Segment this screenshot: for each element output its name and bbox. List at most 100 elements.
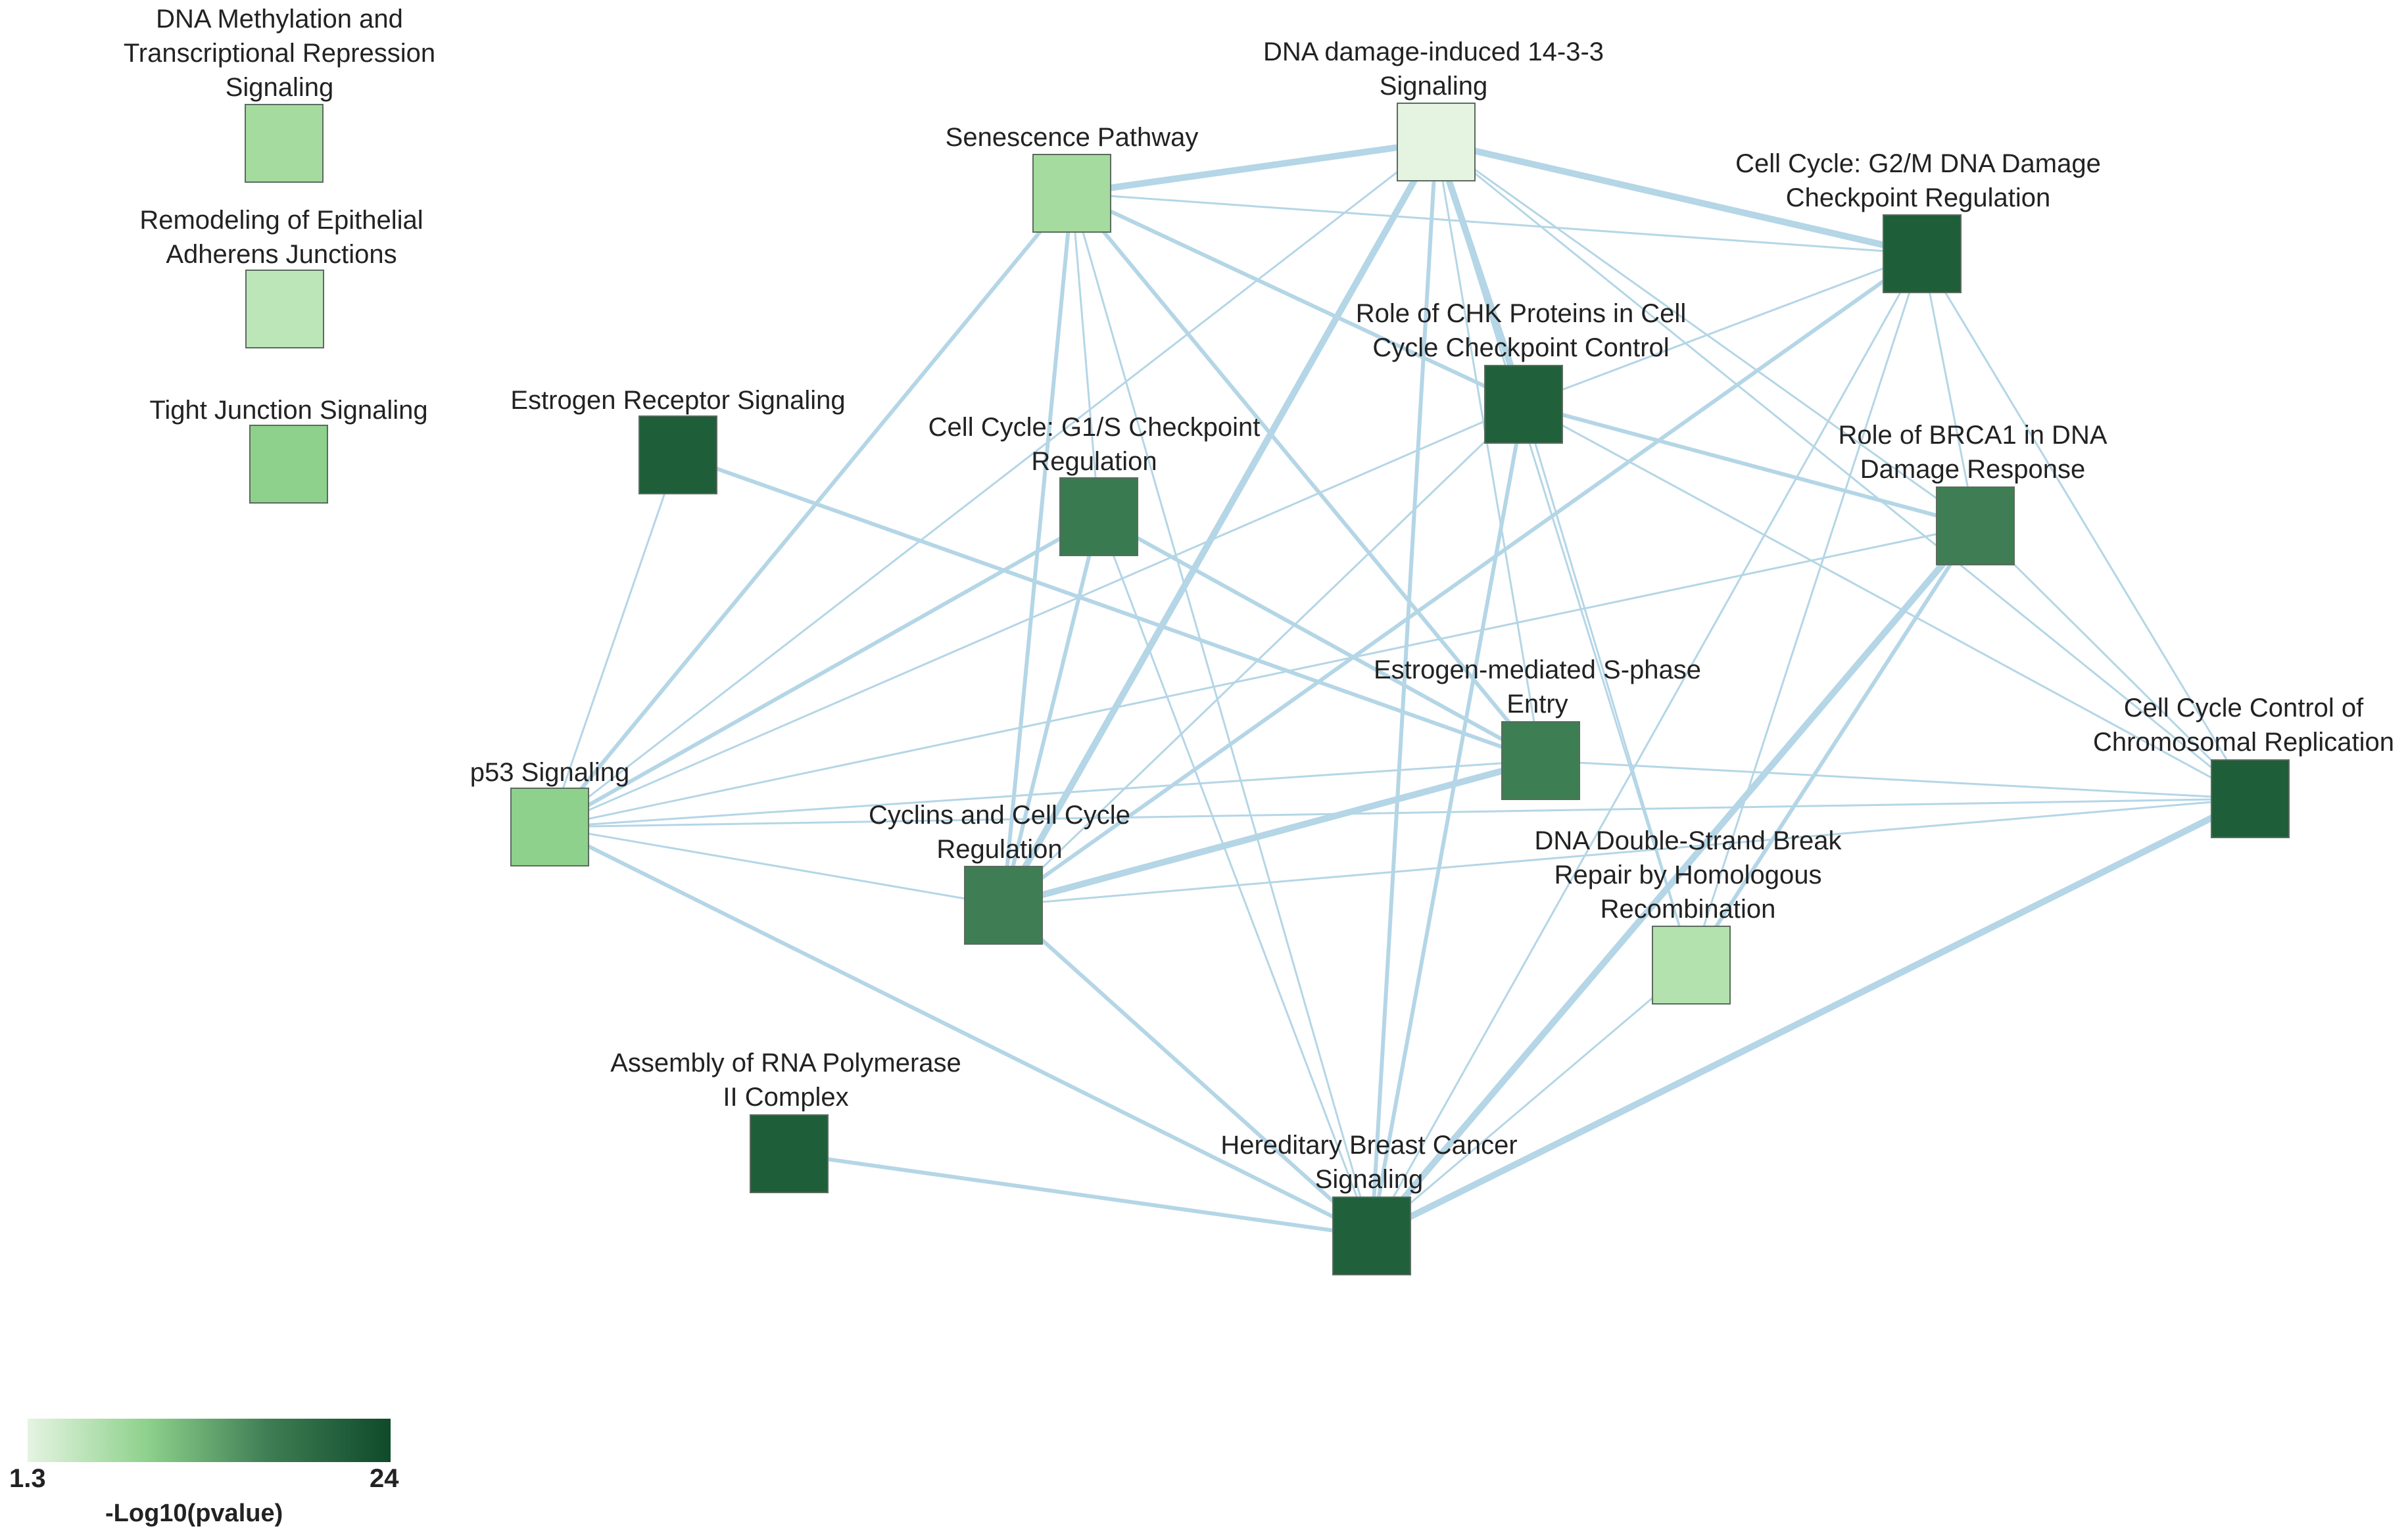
edge-g2m-cyclins (1001, 252, 1924, 907)
edge-senescence-g1s (1071, 192, 1100, 518)
edge-dna_damage_1433-p53 (548, 141, 1437, 828)
legend-min-label: 1.3 (9, 1464, 46, 1493)
node-chromosomal[interactable]: Cell Cycle Control of Chromosomal Replica… (2093, 694, 2394, 838)
node-label-line: Regulation (936, 835, 1062, 864)
edge-dna_damage_1433-brca1 (1435, 141, 1977, 527)
edge-brca1-dsb (1689, 524, 1977, 967)
node-label-brca1: Role of BRCA1 in DNA Damage Response (1838, 421, 2107, 484)
node-box-dna_methylation[interactable] (245, 104, 324, 183)
node-label-line: Role of BRCA1 in DNA (1838, 421, 2107, 450)
node-label-line: Assembly of RNA Polymerase (610, 1049, 961, 1077)
node-label-line: Role of CHK Proteins in Cell (1356, 299, 1686, 328)
node-label-line: DNA Methylation and (156, 5, 403, 34)
node-box-brca1[interactable] (1936, 486, 2015, 565)
edge-chk-cyclins (1002, 403, 1525, 907)
edge-g2m-dsb (1690, 252, 1923, 966)
edge-brca1-p53 (548, 525, 1977, 828)
edge-g2m-brca1 (1921, 252, 1977, 527)
node-box-cyclins[interactable] (964, 866, 1043, 945)
edge-chk-p53 (548, 403, 1525, 828)
node-label-line: Chromosomal Replication (2093, 728, 2394, 757)
node-box-tight_junction[interactable] (249, 425, 328, 504)
legend-max-label: 24 (370, 1464, 399, 1493)
node-p53[interactable]: p53 Signaling (470, 758, 629, 866)
node-box-chk[interactable] (1484, 365, 1563, 444)
edge-brca1-hbc (1368, 523, 1979, 1239)
edge-g1s-cyclins (1001, 515, 1101, 907)
node-box-rna_pol[interactable] (750, 1114, 829, 1193)
edge-dna_damage_1433-cyclins (1000, 139, 1439, 909)
node-brca1[interactable]: Role of BRCA1 in DNA Damage Response (1838, 421, 2107, 565)
node-label-line: Cell Cycle: G2/M DNA Damage (1735, 149, 2101, 178)
node-label-line: Estrogen Receptor Signaling (510, 386, 845, 415)
node-box-g1s[interactable] (1059, 477, 1138, 556)
node-tight_junction[interactable]: Tight Junction Signaling (149, 396, 428, 504)
legend-gradient-bar (28, 1419, 391, 1462)
edge-senescence-hbc (1071, 192, 1373, 1237)
edge-g2m-chromosomal (1921, 252, 2251, 800)
node-label-line: DNA damage-induced 14-3-3 (1263, 37, 1604, 66)
node-label-line: Regulation (1031, 447, 1157, 476)
edge-brca1-chromosomal (1974, 525, 2251, 800)
node-box-g2m[interactable] (1883, 214, 1962, 293)
node-box-chromosomal[interactable] (2211, 759, 2290, 838)
edge-g1s-hbc (1097, 515, 1373, 1237)
node-estrogen_receptor[interactable]: Estrogen Receptor Signaling (510, 386, 846, 494)
node-box-p53[interactable] (510, 788, 589, 866)
node-label-line: Estrogen-mediated S-phase (1374, 655, 1701, 684)
edge-senescence-estrogen_sphase (1070, 191, 1543, 763)
node-label-line: Recombination (1601, 895, 1776, 924)
edge-g1s-p53 (548, 515, 1101, 829)
edge-estrogen_sphase-cyclins (1000, 757, 1544, 909)
node-label-line: Cell Cycle: G1/S Checkpoint (928, 413, 1261, 442)
node-label-p53: p53 Signaling (470, 758, 629, 787)
node-label-line: Damage Response (1860, 455, 2085, 484)
node-senescence[interactable]: Senescence Pathway (946, 123, 1199, 233)
edge-chk-brca1 (1522, 402, 1977, 528)
edge-senescence-dna_damage_1433 (1069, 139, 1439, 197)
node-label-line: Hereditary Breast Cancer (1220, 1131, 1517, 1160)
node-label-line: Cycle Checkpoint Control (1372, 333, 1669, 362)
node-label-line: Adherens Junctions (166, 240, 397, 269)
node-label-line: Cell Cycle Control of (2124, 694, 2364, 722)
edge-p53-hbc (548, 825, 1374, 1238)
node-box-estrogen_sphase[interactable] (1501, 721, 1580, 800)
node-box-hbc[interactable] (1332, 1196, 1411, 1275)
node-box-dna_damage_1433[interactable] (1397, 103, 1476, 181)
node-box-remodeling[interactable] (245, 270, 324, 348)
node-box-dsb[interactable] (1652, 926, 1731, 1005)
edge-estrogen_receptor-estrogen_sphase (676, 453, 1543, 763)
node-box-senescence[interactable] (1032, 154, 1111, 233)
edge-chk-hbc (1370, 402, 1526, 1238)
edge-dna_damage_1433-chromosomal (1435, 141, 2251, 800)
edge-dsb-hbc (1370, 964, 1693, 1237)
edge-chk-chromosomal (1522, 403, 2251, 800)
node-label-line: Signaling (1315, 1165, 1424, 1194)
node-box-estrogen_receptor[interactable] (638, 415, 717, 494)
node-label-line: Tight Junction Signaling (149, 396, 427, 425)
node-label-line: Checkpoint Regulation (1786, 183, 2050, 212)
node-label-line: DNA Double-Strand Break (1535, 826, 1842, 855)
edge-senescence-p53 (548, 191, 1074, 829)
edge-dna_damage_1433-hbc (1370, 140, 1438, 1238)
edge-dna_damage_1433-estrogen_sphase (1435, 141, 1542, 762)
